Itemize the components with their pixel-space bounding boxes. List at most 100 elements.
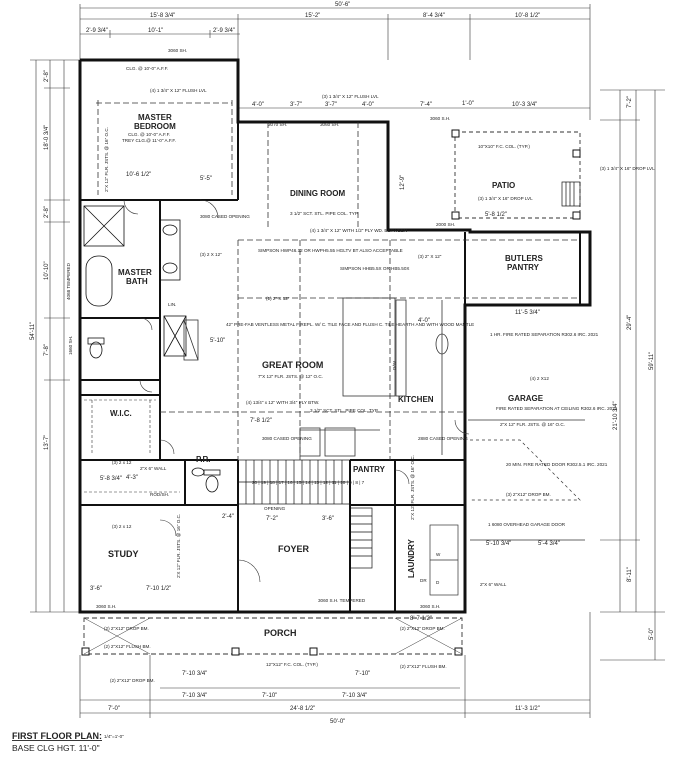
note-03: CLG. @ 10'-0" A.F.F.: [126, 66, 168, 71]
lin-label: LIN.: [168, 302, 176, 307]
misc-dim-5: 5'-10": [210, 338, 225, 344]
pr-label: P.R.: [196, 455, 211, 464]
note-36: 2"X 6" WALL: [140, 466, 167, 471]
note-32: 3080 CASED OPENING: [200, 214, 250, 219]
note-35: (3) 2 x 12: [112, 460, 132, 465]
note-22: 2"X 12" FLR. JSTS. @ 16" O.C.: [500, 422, 565, 427]
garage-label: GARAGE: [508, 394, 544, 403]
misc-dim-18: 5'-8 1/2": [485, 212, 507, 218]
note-13: (1) 2" X 12": [266, 296, 290, 301]
plan-title: FIRST FLOOR PLAN:: [12, 731, 102, 741]
dining-room-label: DINING ROOM: [290, 189, 345, 198]
patio-column-ne: [572, 149, 581, 158]
porch-sub-dim-1: 7'-10 3/4": [182, 671, 207, 677]
note-38: 4068 TEMPERED: [66, 262, 71, 300]
right-dim-1: 7'-2": [627, 96, 633, 108]
left-dim-1: 2'-8": [44, 70, 50, 82]
master-bedroom-label-2: BEDROOM: [134, 122, 176, 131]
note-49: 2"X 6" WALL: [480, 582, 507, 587]
top-dim-1: 15'-8 3/4": [150, 13, 175, 19]
patio-steps: [561, 181, 581, 207]
top-sub-dim-3: 2'-9 3/4": [213, 28, 235, 34]
stairs: [237, 459, 373, 569]
note-16: (4) 13/4" x 12" WITH 3/4" PLY BTW.: [246, 400, 319, 405]
misc-dim-1: 10'-6 1/2": [126, 172, 151, 178]
note-21: FIRE RATED SEPARATION AT CEILING R302.6 …: [496, 406, 618, 411]
great-room-label: GREAT ROOM: [262, 360, 323, 370]
note-29: (3) 1 3/4" X 16" DROP LVL: [600, 166, 655, 171]
master-bath-label-2: BATH: [126, 277, 148, 286]
plan-subtitle: BASE CLG HGT. 11'-0": [12, 743, 100, 753]
dr-label: DR: [420, 578, 427, 583]
note-18: 3080 CASED OPENING: [262, 436, 312, 441]
porch-diagonals: [83, 617, 463, 655]
note-47: (2) 2"X12" DROP BM.: [400, 626, 445, 631]
pantry-label: PANTRY: [353, 465, 386, 474]
right-dim-2: 29'-4": [627, 315, 633, 330]
upper-dim-5: 7'-4": [420, 102, 432, 108]
misc-dim-10: 5'-4 3/4": [538, 541, 560, 547]
note-23: 20 MIN. FIRE RATED DOOR R302.5.1 IRC. 20…: [506, 462, 608, 467]
left-dim-total: 54'-11": [30, 322, 36, 340]
misc-dim-9: 5'-10 3/4": [486, 541, 511, 547]
bottom-sub-dim-1: 7'-10 3/4": [182, 693, 207, 699]
patio-column-se: [572, 211, 581, 220]
bottom-sub-dim-2: 7'-10": [262, 693, 277, 699]
top-sub-dim-1: 2'-9 3/4": [86, 28, 108, 34]
right-dim-4: 59'-11": [649, 352, 655, 370]
beam-lines: [96, 100, 580, 460]
butlers-pantry-label-2: PANTRY: [507, 263, 540, 272]
dishwasher-label: D/W: [392, 360, 397, 370]
master-bath-label-1: MASTER: [118, 268, 152, 277]
study-label: STUDY: [108, 549, 139, 559]
porch-column-4: [454, 647, 463, 656]
note-46: (2) 2"X12" FLUSH BM.: [400, 664, 447, 669]
master-bath-fixtures: [83, 205, 221, 493]
note-14: 42" PRE-FAB VENTLESS METAL FIREPL. W/ C.…: [226, 322, 474, 327]
misc-dim-4: 4'-3": [126, 475, 138, 481]
foyer-label: FOYER: [278, 544, 310, 554]
left-dim-3: 2'-8": [44, 206, 50, 218]
left-dim-4: 10'-10": [44, 261, 50, 280]
closet-rods: [84, 399, 180, 493]
bottom-dim-2: 24'-8 1/2": [290, 706, 315, 712]
porch-column-2: [231, 647, 240, 656]
note-45: (2) 2"X12" DROP BM.: [110, 678, 155, 683]
porch-label: PORCH: [264, 628, 297, 638]
left-dim-6: 13'-7": [44, 435, 50, 450]
note-11: (3) 2 X 12": [200, 252, 222, 257]
upper-dim-6: 10'-3 3/4": [512, 102, 537, 108]
patio-column-sw: [451, 211, 460, 220]
right-dimensions: [600, 89, 665, 661]
note-43: (2) 2"X12" DROP BM.: [104, 626, 149, 631]
left-dimensions: [30, 59, 80, 613]
left-dim-5: 7'-8": [44, 344, 50, 356]
upper-dim-1: 4'-0": [252, 102, 264, 108]
misc-dim-17: 12'-9": [400, 175, 406, 190]
plan-scale: 1/4"=1'-0": [104, 734, 124, 739]
right-dim-3: 21'-10 3/4": [613, 401, 619, 430]
note-15: 7"X 12" FLR. JSTS. @ 12" O.C.: [258, 374, 323, 379]
note-19: 2880 CASED OPENING: [418, 436, 468, 441]
laundry-label: LAUNDRY: [407, 539, 416, 578]
right-dim-5: 8'-11": [627, 567, 633, 582]
note-06: 3060 SH.: [168, 48, 187, 53]
note-31: 2000 SH.: [436, 222, 455, 227]
porch-sub-dim-2: 7'-10": [355, 671, 370, 677]
note-04: (3) 1 3/4" X 12" FLUSH LVL: [322, 94, 379, 99]
bottom-sub-dim-3: 7'-10 3/4": [342, 693, 367, 699]
top-dim-3: 8'-4 3/4": [423, 13, 445, 19]
misc-dim-12: 7'-10 1/2": [146, 586, 171, 592]
note-41: 3060 S.H. TEMPERED: [318, 598, 366, 603]
wic-label: W.I.C.: [110, 409, 132, 418]
note-48: 12"X12" F.C. COL. (TYP.): [266, 662, 318, 667]
bottom-dim-1: 7'-0": [108, 706, 120, 712]
note-42: 3060 S.H.: [420, 604, 440, 609]
note-37: ROD/SH.: [150, 492, 169, 497]
note-20: 1 HR. FIRE RATED SEPARATION R302.6 IRC. …: [490, 332, 599, 337]
porch-outline: [83, 617, 463, 655]
right-dim-6: 5'-0": [649, 628, 655, 640]
note-01: (4) 1 3/4" X 12" FLUSH LVL: [150, 88, 207, 93]
misc-dim-7: 7'-2": [266, 516, 278, 522]
